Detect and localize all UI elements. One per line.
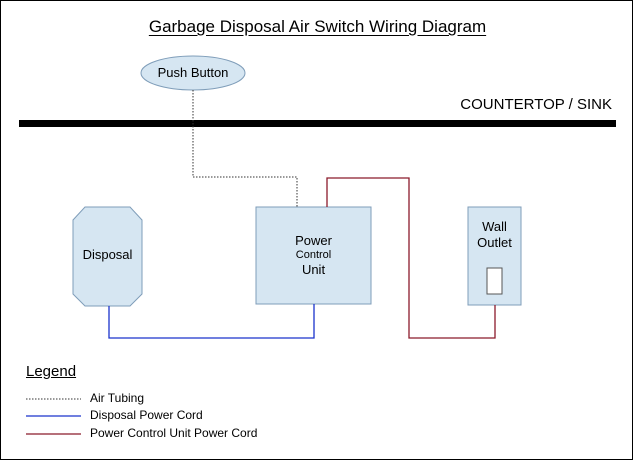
pcu-label-line3: Unit [301, 262, 326, 277]
pcu-power-cord-line [326, 177, 496, 339]
pcu-label-line2: Control [295, 249, 332, 261]
countertop-bar [19, 120, 616, 127]
legend-item-air-tubing: Air Tubing [90, 391, 145, 405]
disposal-label: Disposal [82, 247, 133, 262]
push-button-label: Push Button [157, 65, 229, 80]
disposal-shape [72, 206, 143, 307]
disposal-power-cord-line [108, 304, 315, 339]
legend-item-pcu-cord: Power Control Unit Power Cord [90, 426, 258, 440]
air-tubing-line [192, 90, 298, 207]
legend-title: Legend [26, 363, 77, 380]
countertop-label: COUNTERTOP / SINK [460, 96, 612, 113]
pcu-label-line1: Power [295, 233, 332, 248]
diagram-title: Garbage Disposal Air Switch Wiring Diagr… [1, 17, 633, 37]
wall-outlet-label-line2: Outlet [477, 235, 512, 250]
outlet-receptacle [486, 267, 503, 295]
diagram-title-text: Garbage Disposal Air Switch Wiring Diagr… [148, 17, 487, 36]
legend-item-disposal-cord: Disposal Power Cord [90, 408, 203, 422]
wall-outlet-label-line1: Wall [482, 219, 507, 234]
